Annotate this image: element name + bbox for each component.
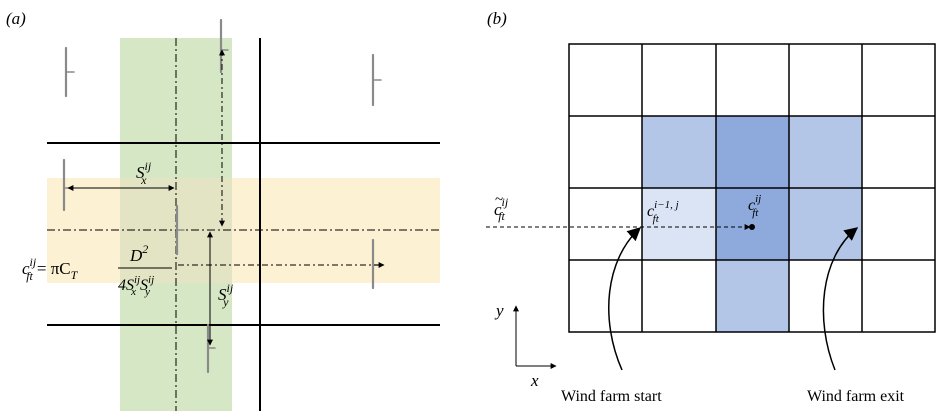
panel-a: (a) — [6, 9, 440, 411]
current-cell-point — [749, 224, 755, 230]
x-axis-label: x — [530, 371, 539, 390]
wind-farm-start-label: Wind farm start — [561, 388, 662, 405]
cell-below — [716, 260, 789, 332]
cell-upper-right — [789, 116, 862, 188]
wind-farm-exit-label: Wind farm exit — [807, 388, 905, 405]
start-curved-arrow — [608, 227, 641, 371]
svg-text:D2: D2 — [129, 242, 148, 265]
cell-upper-center — [716, 116, 789, 188]
turbine-icon — [64, 46, 75, 98]
cell-previous — [642, 188, 716, 260]
turbine-icon — [175, 204, 185, 256]
panel-b-label: (b) — [487, 9, 507, 28]
cell-right — [789, 188, 862, 260]
panel-a-label: (a) — [6, 9, 26, 28]
grid — [568, 43, 936, 333]
cell-current — [716, 188, 789, 260]
turbine-icon — [371, 53, 382, 107]
y-axis-label: y — [494, 301, 504, 320]
exit-curved-arrow — [822, 227, 859, 371]
inflow-tilde: ~ — [495, 192, 503, 208]
cell-upper-left — [642, 116, 716, 188]
